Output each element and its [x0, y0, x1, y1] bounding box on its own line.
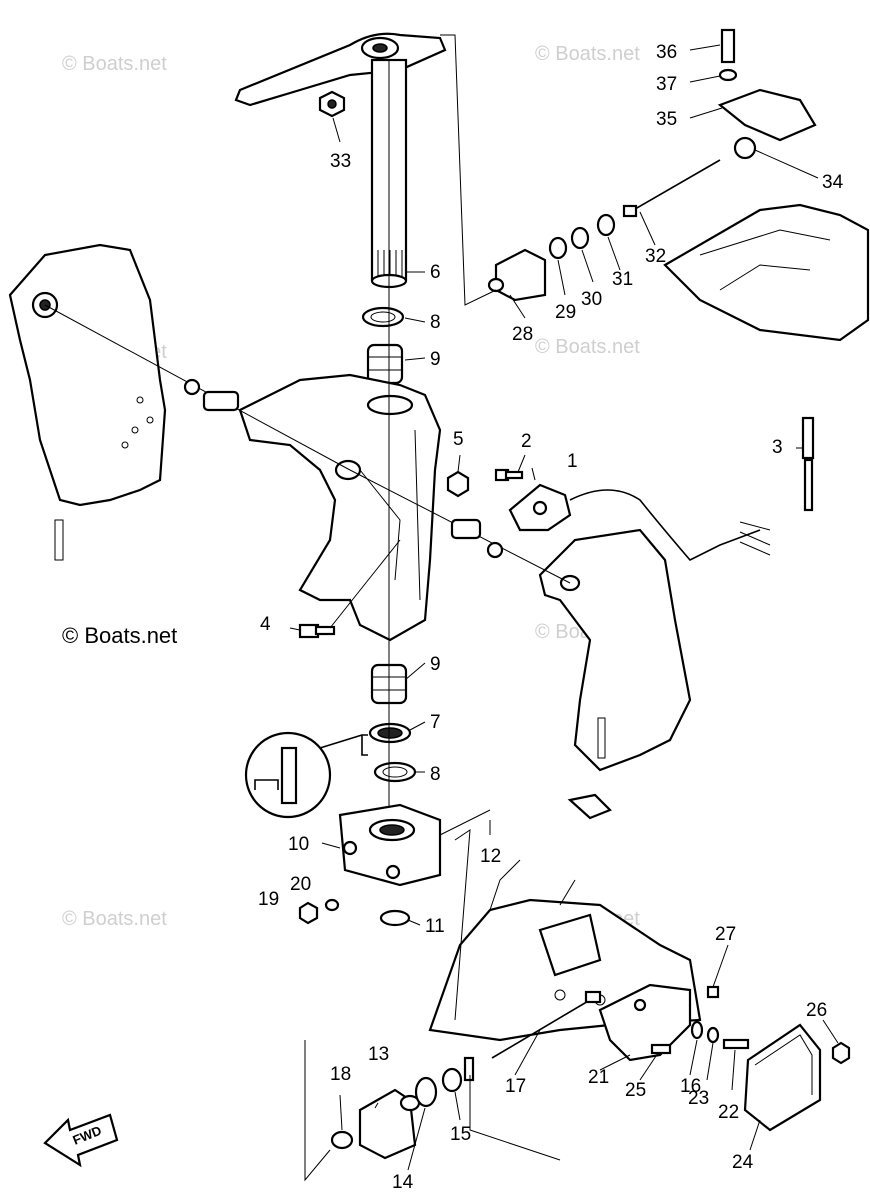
callout-9-lower: 9	[430, 654, 441, 675]
callout-16: 16	[680, 1076, 701, 1097]
callout-30: 30	[581, 289, 602, 310]
watermark: © Boats.net	[62, 53, 167, 75]
callout-19: 19	[258, 889, 279, 910]
callout-28: 28	[512, 324, 533, 345]
bolt-22	[722, 1038, 750, 1050]
nut-27	[706, 985, 720, 999]
callout-3: 3	[772, 437, 783, 458]
bracket-21	[598, 983, 692, 1062]
watermark: © Boats.net	[535, 43, 640, 65]
washer-29	[548, 236, 568, 260]
clamp-bracket-right	[538, 528, 692, 772]
copyright-label: © Boats.net	[62, 623, 177, 648]
callout-11: 11	[425, 916, 445, 937]
callout-35: 35	[656, 109, 677, 130]
callout-7: 7	[430, 712, 441, 733]
grounding-plate	[463, 1056, 475, 1082]
clip-11	[379, 909, 411, 927]
callout-18: 18	[330, 1064, 351, 1085]
washer-8-lower	[373, 761, 417, 783]
callout-37: 37	[656, 74, 677, 95]
callout-27: 27	[715, 924, 736, 945]
bolt-17	[491, 990, 602, 1059]
bolt-4	[298, 539, 401, 639]
callout-26: 26	[806, 1000, 827, 1021]
callout-10: 10	[288, 834, 309, 855]
washer-15	[441, 1067, 463, 1093]
callout-31: 31	[612, 269, 633, 290]
callout-12: 12	[480, 846, 501, 867]
washer-14	[414, 1076, 438, 1108]
callout-labels: 1 2 3 4 5 6 7 8 8 9 9 10 11 12 13 14 15 …	[258, 42, 844, 1193]
nut-26	[831, 1041, 851, 1065]
callout-29: 29	[555, 302, 576, 323]
mount-28	[487, 248, 547, 302]
callout-23: 23	[688, 1088, 709, 1109]
leader-lines	[289, 44, 839, 1171]
washer-31	[596, 213, 616, 237]
callout-32: 32	[645, 246, 666, 267]
steering-arm	[234, 32, 447, 107]
nut-33	[318, 90, 346, 118]
bolt-25	[650, 1043, 672, 1055]
screw-2	[494, 468, 524, 482]
clamp-35	[717, 88, 817, 142]
exploded-frame-line	[440, 34, 497, 306]
bolt-32	[622, 159, 721, 218]
callout-13: 13	[368, 1044, 389, 1065]
callout-9-upper: 9	[430, 349, 441, 370]
callout-8-upper: 8	[430, 312, 441, 333]
washer-23	[706, 1026, 720, 1044]
mount-housing-10	[338, 803, 442, 887]
callout-34: 34	[822, 172, 844, 193]
callout-5: 5	[453, 429, 464, 450]
bushing-9-upper	[366, 343, 404, 385]
callout-36: 36	[656, 42, 677, 63]
bushing-left	[183, 378, 240, 412]
washer-20	[324, 898, 340, 912]
trim-sensor-1	[508, 483, 771, 561]
washer-8-upper	[361, 306, 405, 328]
washer-30	[570, 226, 590, 250]
callout-17: 17	[505, 1076, 526, 1097]
callout-25: 25	[625, 1080, 646, 1101]
cover-12	[439, 793, 612, 836]
cover-24	[743, 1023, 822, 1132]
seal-detail-inset	[244, 731, 368, 819]
callout-14: 14	[392, 1172, 414, 1193]
watermark: © Boats.net	[535, 336, 640, 358]
callout-8-lower: 8	[430, 764, 441, 785]
callout-20: 20	[290, 874, 311, 895]
washer-37	[718, 68, 738, 82]
callout-1: 1	[567, 451, 578, 472]
bushing-right	[450, 518, 504, 559]
fwd-arrow-icon: FWD	[43, 1113, 119, 1168]
watermark: © Boats.net	[62, 908, 167, 930]
callout-21: 21	[588, 1067, 609, 1088]
swivel-bracket	[238, 373, 442, 642]
washer-18	[330, 1130, 354, 1150]
callout-2: 2	[521, 431, 532, 452]
nut-5	[446, 470, 470, 498]
washer-16	[690, 1020, 704, 1040]
callout-15: 15	[450, 1124, 471, 1145]
lower-mount-13	[358, 1088, 421, 1160]
upper-housing	[663, 203, 870, 342]
collar-34	[733, 136, 757, 160]
bolt-36	[720, 28, 736, 64]
clamp-bracket-left	[8, 243, 167, 561]
nut-19	[298, 901, 319, 925]
callout-4: 4	[260, 614, 271, 635]
callout-24: 24	[732, 1152, 754, 1173]
callout-22: 22	[718, 1102, 739, 1123]
callout-6: 6	[430, 262, 441, 283]
cable-tie-3	[801, 416, 815, 512]
callout-33: 33	[330, 151, 351, 172]
